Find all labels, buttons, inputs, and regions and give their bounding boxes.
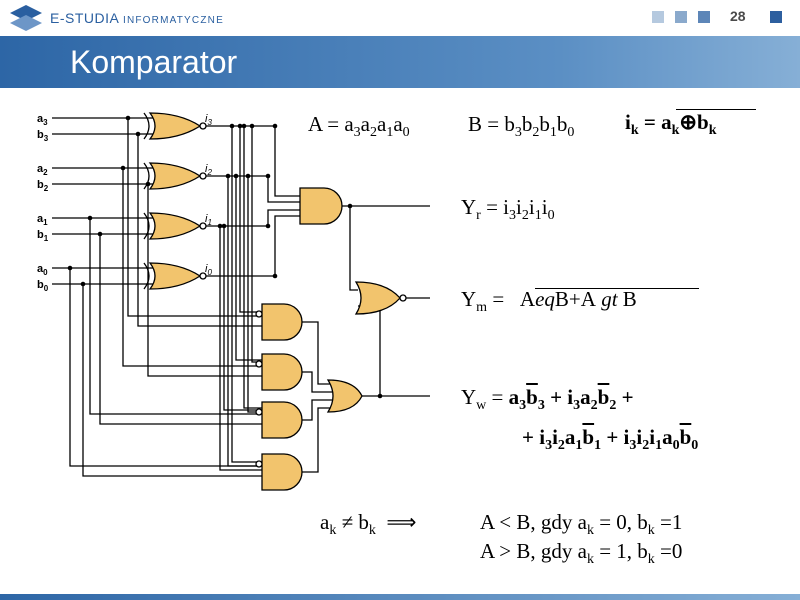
xnor-output-label: i1 — [205, 213, 212, 227]
square-icon — [652, 11, 664, 23]
wire — [219, 226, 262, 471]
page-number: 28 — [730, 8, 746, 24]
xnor-gate — [143, 262, 207, 290]
junction-dot — [347, 203, 353, 209]
equation-yr: Yr = i3i2i1i0 — [461, 195, 555, 224]
junction-dot — [272, 273, 278, 279]
junction-dot — [120, 165, 126, 171]
inverter-bubble — [255, 310, 263, 318]
junction-dot — [67, 265, 73, 271]
input-label-a2: a2 — [37, 163, 48, 177]
junction-dot — [272, 123, 278, 129]
wire — [127, 118, 262, 317]
junction-dot — [241, 123, 247, 129]
header-bar: E-STUDIA INFORMATYCZNE 28 — [0, 0, 800, 36]
junction-dot — [221, 223, 227, 229]
input-label-b2: b2 — [37, 179, 49, 193]
junction-dot — [233, 173, 239, 179]
input-label-a0: a0 — [37, 263, 48, 277]
inverter-bubble — [255, 460, 263, 468]
inverter-bubble — [255, 408, 263, 416]
wire — [99, 234, 262, 425]
or-gate-yw — [326, 379, 363, 413]
wire — [231, 126, 262, 463]
junction-dot — [245, 173, 251, 179]
equation-b-definition: B = b3b2b1b0 — [468, 112, 575, 141]
wire — [302, 371, 333, 393]
comparator-circuit-diagram: a3 b3 a2 b2 a1 b1 a0 b0 i3 i2 i1 i0 — [37, 112, 430, 491]
equation-yw-line2: + i3i2a1b1 + i3i2i1a0b0 — [522, 425, 699, 454]
wire — [243, 126, 262, 409]
junction-dot — [265, 223, 271, 229]
xnor-output-label: i2 — [205, 163, 212, 177]
logo-text: E-STUDIA INFORMATYCZNE — [50, 10, 224, 26]
wire — [137, 134, 262, 327]
equation-ik: ik = ak⊕bk — [625, 110, 717, 139]
junction-dot — [87, 215, 93, 221]
junction-dot — [225, 173, 231, 179]
xnor-gate — [143, 112, 207, 140]
equation-ym-overline — [535, 288, 699, 289]
input-label-a3: a3 — [37, 113, 48, 127]
square-icon — [675, 11, 687, 23]
wire — [82, 284, 262, 477]
wire — [302, 407, 331, 473]
wire — [349, 206, 358, 291]
junction-dot — [249, 123, 255, 129]
junction-dot — [265, 173, 271, 179]
junction-dot — [97, 231, 103, 237]
wire — [89, 218, 262, 415]
condition-neq: ak ≠ bk ⟹ — [320, 510, 417, 539]
and-gate-yw — [261, 353, 303, 391]
equation-a-definition: A = a3a2a1a0 — [308, 112, 410, 141]
e-studia-logo-icon — [10, 5, 42, 31]
xnor-gate — [143, 212, 207, 240]
xnor-gate — [143, 162, 207, 190]
input-label-b1: b1 — [37, 229, 49, 243]
and-gate-yw — [261, 303, 303, 341]
equation-ym: Ym = AeqB+A gt B — [461, 287, 637, 316]
logo-main: E-STUDIA — [50, 10, 119, 26]
square-icon — [770, 11, 782, 23]
junction-dot — [125, 115, 131, 121]
junction-dot — [217, 223, 223, 229]
wire — [239, 126, 262, 313]
footer-bar — [0, 594, 800, 600]
wire — [223, 226, 262, 411]
condition-greater-than: A > B, gdy ak = 1, bk =0 — [480, 539, 683, 568]
wire — [302, 399, 333, 421]
junction-dot — [80, 281, 86, 287]
wire — [235, 176, 262, 361]
equation-ik-overline — [676, 109, 756, 110]
xnor-output-label: i0 — [205, 263, 212, 277]
junction-dot — [237, 123, 243, 129]
and-gate-yw — [261, 453, 303, 491]
wire — [358, 305, 381, 397]
junction-dot — [135, 131, 141, 137]
input-label-b0: b0 — [37, 279, 49, 293]
junction-dot — [145, 181, 151, 187]
inverter-bubble — [255, 360, 263, 368]
wire — [302, 321, 331, 385]
input-label-a1: a1 — [37, 213, 48, 227]
wire — [227, 176, 262, 467]
junction-dot — [377, 393, 383, 399]
slide-title: Komparator — [70, 44, 238, 80]
nor-gate-ym — [354, 281, 407, 315]
and-gate-yr — [299, 187, 343, 225]
title-bar: Komparator — [0, 36, 800, 88]
condition-less-than: A < B, gdy ak = 0, bk =1 — [480, 510, 683, 539]
and-gate-yw — [261, 401, 303, 439]
logo-sub: INFORMATYCZNE — [122, 15, 224, 26]
wire — [69, 268, 262, 467]
input-label-b3: b3 — [37, 129, 49, 143]
junction-dot — [229, 123, 235, 129]
wire — [122, 168, 262, 367]
square-icon — [698, 11, 710, 23]
equation-yw-line1: Yw = a3b3 + i3a2b2 + — [461, 385, 634, 414]
xnor-output-label: i3 — [205, 113, 212, 127]
